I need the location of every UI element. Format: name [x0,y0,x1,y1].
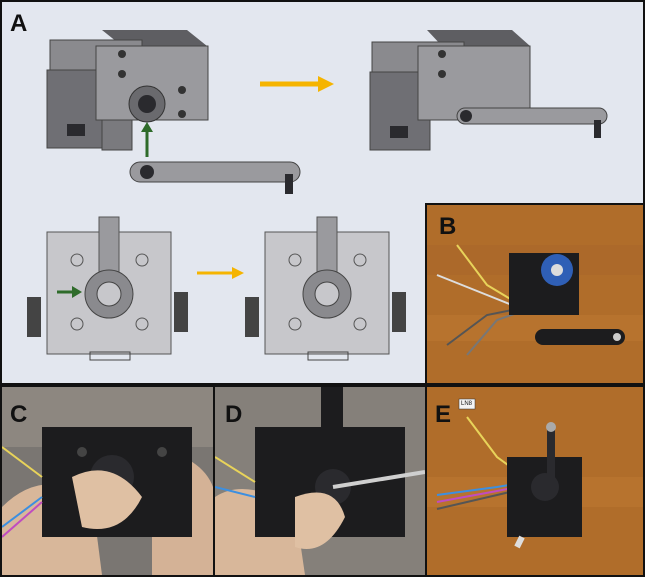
green-arrow-up [141,122,153,157]
panel-c-label: C [10,401,28,428]
photo-e-tag-text: LN8 [461,401,473,407]
cad-extruder-iso-right [369,30,608,151]
cad-arm-part [129,161,301,194]
cad-extruder-iso-left [46,30,209,151]
cad-front-view-right [245,216,406,361]
panel-b-label: B [439,213,457,240]
photo-c-hands-holding-extruder [2,387,213,575]
panel-a: A [0,0,645,385]
orange-arrow-bottom [197,267,244,279]
panel-a-label: A [10,10,28,37]
green-arrow-right [57,286,82,298]
photo-d-hex-key-insert [215,387,425,575]
panel-d: D [213,385,427,577]
photo-e-assembled-extruder [427,387,643,575]
panel-c: C [0,385,215,577]
orange-arrow-top [260,76,334,92]
panel-b: B [425,203,645,385]
photo-b-motor-and-arm [427,205,643,383]
panel-e: LN8 E [425,385,645,577]
panel-d-label: D [225,401,243,428]
panel-a-cad-drawings [27,30,608,361]
cad-front-view-left [27,216,188,361]
panel-e-label: E [435,401,452,428]
